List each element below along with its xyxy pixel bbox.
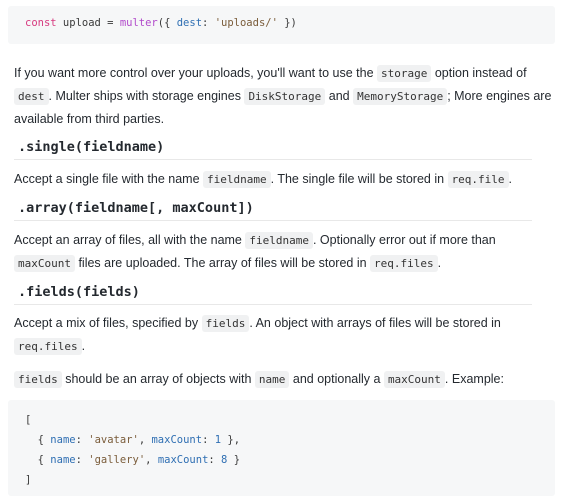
inline-code-req-files: req.files [370, 255, 438, 272]
code-number: 1 [214, 434, 222, 446]
text: Accept a mix of files, specified by [14, 316, 202, 330]
code-bracket: [ [25, 414, 32, 426]
code-text: , [145, 454, 158, 466]
code-text: { [25, 454, 51, 466]
code-text: : [208, 454, 222, 466]
code-block-fields-example: [ { name: 'avatar', maxCount: 1 }, { nam… [8, 400, 555, 496]
fields-note: fields should be an array of objects wit… [14, 368, 554, 391]
array-description: Accept an array of files, all with the n… [14, 229, 554, 275]
inline-code-fieldname: fieldname [203, 171, 271, 188]
text: ; More engines are available from third … [14, 89, 552, 126]
text: files are uploaded. The array of files w… [74, 256, 371, 270]
code-property: maxCount [157, 454, 209, 466]
text: and [325, 89, 354, 103]
inline-code-maxcount: maxCount [14, 255, 75, 272]
inline-code-memorystorage: MemoryStorage [353, 88, 448, 105]
code-property: name [50, 434, 76, 446]
text: . Optionally error out if more than [312, 233, 496, 247]
text: If you want more control over your uploa… [14, 66, 377, 80]
inline-code-fields: fields [201, 315, 250, 332]
text: Accept an array of files, all with the n… [14, 233, 246, 247]
inline-code-name: name [254, 371, 290, 388]
heading-fields: .fields(fields) [14, 284, 532, 305]
inline-code-fields: fields [14, 371, 62, 388]
text: . An object with arrays of files will be… [249, 316, 501, 330]
code-function: multer [119, 17, 158, 29]
code-string: 'uploads/' [214, 17, 278, 29]
fields-description: Accept a mix of files, specified by fiel… [14, 312, 554, 358]
text: . [81, 339, 86, 353]
heading-array: .array(fieldname[, maxCount]) [14, 200, 532, 221]
inline-code-fieldname: fieldname [245, 232, 313, 249]
text: . The single file will be stored in [270, 172, 448, 186]
code-text: , [138, 434, 152, 446]
text: . [508, 172, 513, 186]
inline-code-dest: dest [14, 88, 49, 105]
code-keyword: const [25, 17, 57, 29]
code-text: }, [221, 434, 241, 446]
code-property: name [50, 454, 76, 466]
text: Accept a single file with the name [14, 172, 203, 186]
text: . Example: [444, 372, 504, 386]
code-text: } [227, 454, 241, 466]
single-description: Accept a single file with the name field… [14, 168, 554, 191]
code-bracket: ] [25, 474, 32, 486]
code-text: : [202, 17, 215, 29]
text: . [437, 256, 442, 270]
intro-paragraph: If you want more control over your uploa… [14, 62, 554, 130]
code-text: : [75, 454, 89, 466]
code-number: 8 [221, 454, 228, 466]
inline-code-storage: storage [377, 65, 432, 82]
code-property: dest [176, 17, 203, 29]
code-block-upload: const upload = multer({ dest: 'uploads/'… [8, 6, 555, 44]
code-string: 'gallery' [88, 454, 146, 466]
code-text: : [75, 434, 89, 446]
code-text: ({ [157, 17, 177, 29]
text: should be an array of objects with [61, 372, 255, 386]
text: option instead of [431, 66, 527, 80]
code-property: maxCount [151, 434, 203, 446]
inline-code-maxcount: maxCount [383, 371, 445, 388]
code-text: upload = [56, 17, 120, 29]
text: . Multer ships with storage engines [48, 89, 245, 103]
heading-single: .single(fieldname) [14, 139, 532, 160]
inline-code-diskstorage: DiskStorage [244, 88, 326, 105]
code-text: : [202, 434, 215, 446]
code-text: }) [277, 17, 297, 29]
text: and optionally a [289, 372, 384, 386]
inline-code-req-file: req.file [447, 171, 509, 188]
inline-code-req-files: req.files [14, 338, 82, 355]
code-string: 'avatar' [88, 434, 139, 446]
code-text: { [25, 434, 51, 446]
